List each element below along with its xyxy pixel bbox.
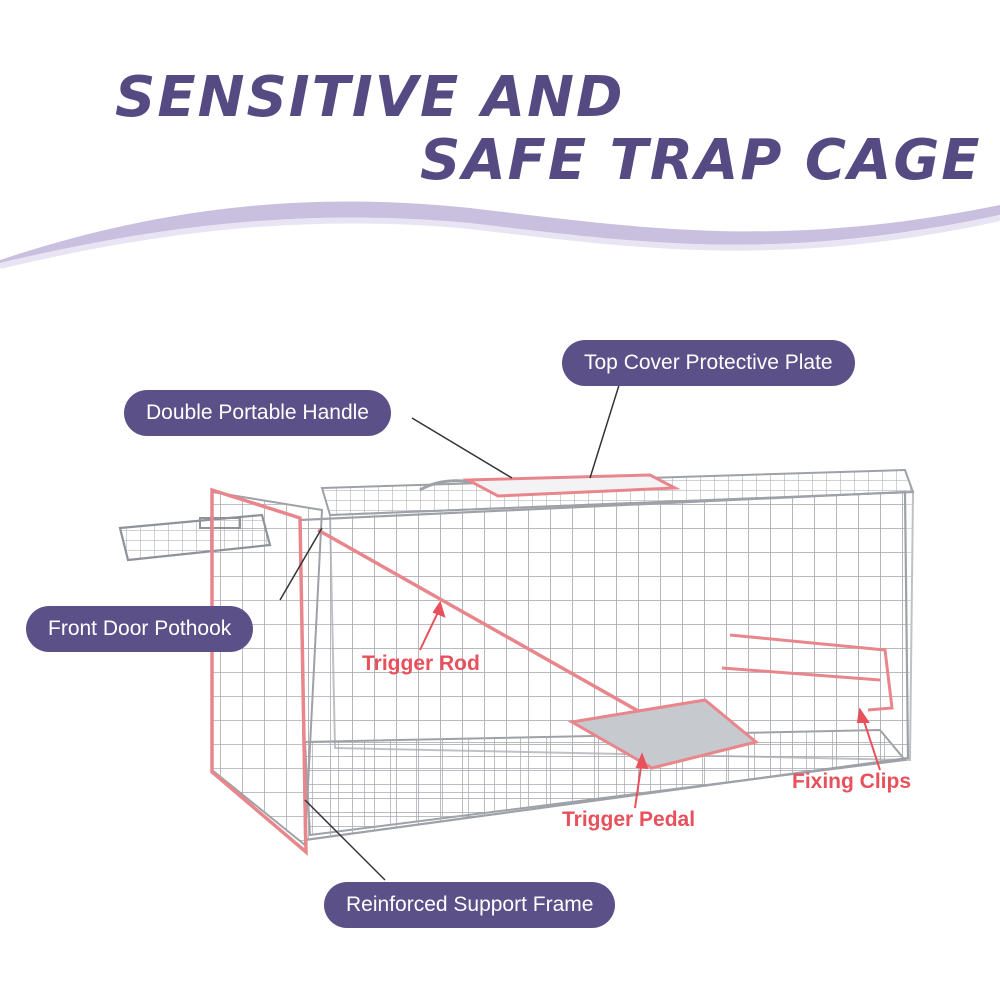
trigger-rod bbox=[317, 528, 641, 714]
double-portable-handle-label: Double Portable Handle bbox=[124, 390, 391, 436]
headline-line-1: SENSITIVE AND bbox=[115, 65, 625, 130]
trigger-pedal-label: Trigger Pedal bbox=[562, 808, 696, 831]
door-lever bbox=[118, 513, 272, 562]
headline-line-2: SAFE TRAP CAGE bbox=[420, 128, 982, 193]
trigger-rod-label: Trigger Rod bbox=[362, 652, 480, 675]
fixing-clips bbox=[721, 633, 894, 712]
reinforced-support-frame bbox=[210, 487, 308, 856]
top-cover-plate bbox=[462, 473, 681, 498]
front-door-pothook-label: Front Door Pothook bbox=[26, 606, 254, 652]
highlight-arrows bbox=[419, 600, 881, 809]
trigger-pedal bbox=[567, 698, 760, 770]
callout-leaders bbox=[279, 381, 621, 881]
top-cover-protective-plate-label: Top Cover Protective Plate bbox=[562, 340, 855, 386]
reinforced-support-frame-label: Reinforced Support Frame bbox=[324, 882, 616, 928]
fixing-clips-label: Fixing Clips bbox=[792, 770, 912, 793]
